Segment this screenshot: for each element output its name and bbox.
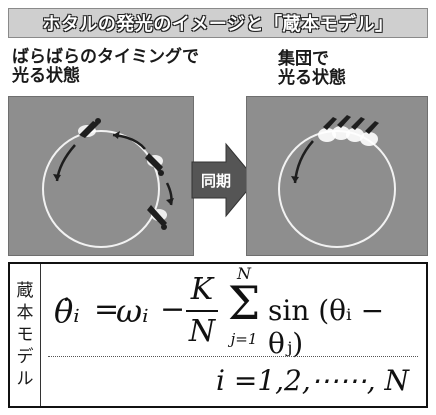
orbit-circle: [278, 130, 396, 248]
scattered-fireflies-illustration: [42, 118, 174, 248]
title-banner: ホタルの発光のイメージと「蔵本モデル」: [8, 8, 428, 38]
scattered-fireflies-panel: [8, 96, 194, 256]
formula-omega: ωᵢ: [116, 292, 149, 330]
right-caption-line1: 集団で: [278, 49, 329, 69]
left-caption-line1: ばらばらのタイミングで: [12, 47, 199, 67]
formula-equals: =: [94, 292, 120, 327]
model-side-label: 蔵 本 モ デ ル: [10, 264, 41, 406]
side-label-char: ル: [16, 369, 34, 389]
index-range: i =1,2,⋯⋯, N: [216, 364, 410, 397]
left-caption: ばらばらのタイミングで 光る状態: [12, 48, 199, 86]
sync-arrow-icon: [191, 142, 257, 218]
formula-lhs: θ̇ᵢ: [54, 292, 80, 330]
side-label-char: 本: [16, 303, 34, 323]
formula-divider: [48, 356, 418, 357]
title-text: ホタルの発光のイメージと「蔵本モデル」: [42, 14, 394, 35]
orbit-circle: [42, 130, 160, 248]
synchronized-fireflies-illustration: [278, 115, 396, 248]
sum-symbol: Σ: [227, 276, 261, 330]
firefly-icon: [147, 205, 167, 230]
firefly-group-icon: [318, 115, 379, 146]
side-label-char: モ: [16, 325, 34, 345]
formula-minus: −: [160, 292, 186, 327]
kuramoto-formula-box: 蔵 本 モ デ ル θ̇ᵢ = ωᵢ − K N N Σ j=1 sin (θᵢ…: [8, 262, 428, 408]
side-label-char: 蔵: [16, 281, 34, 301]
firefly-icon: [145, 153, 164, 176]
left-caption-line2: 光る状態: [12, 66, 80, 86]
synchronized-fireflies-panel: [246, 96, 428, 256]
right-caption-line2: 光る状態: [278, 68, 346, 88]
right-caption: 集団で 光る状態: [278, 50, 346, 88]
firefly-icon: [78, 118, 101, 138]
sum-lower-limit: j=1: [230, 330, 258, 348]
side-label-char: デ: [16, 347, 34, 367]
fraction-numerator: K: [190, 272, 214, 307]
sine-term: sin (θᵢ − θⱼ): [268, 294, 385, 360]
fraction-bar: [186, 310, 218, 312]
sum-upper-limit: N: [237, 264, 251, 283]
sync-label: 同期: [200, 171, 231, 190]
fraction-denominator: N: [188, 314, 216, 349]
